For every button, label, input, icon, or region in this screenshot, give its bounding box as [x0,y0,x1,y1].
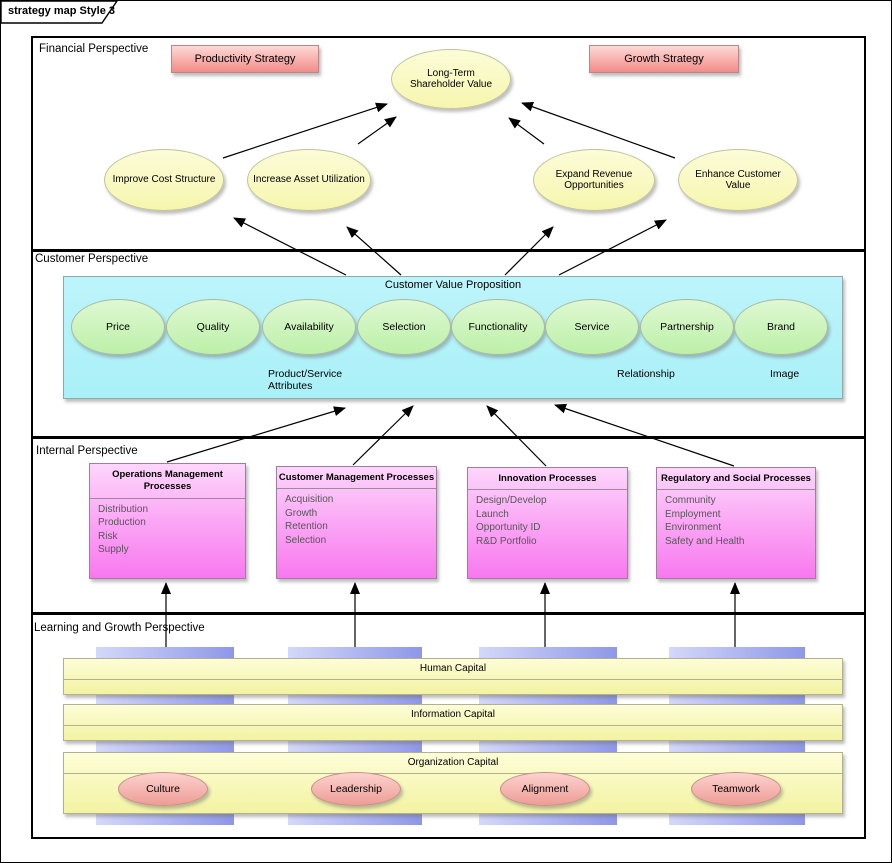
process-item: R&D Portfolio [476,535,537,547]
objective-ellipse-customer-value[interactable]: Enhance Customer Value [678,149,798,211]
section-divider-customer-internal [32,436,865,439]
org-value-ellipse-leadership[interactable]: Leadership [311,772,401,806]
objective-ellipse-revenue-opportunities[interactable]: Expand Revenue Opportunities [533,149,655,211]
process-item: Environment [665,522,722,534]
org-value-label: Leadership [330,782,382,795]
org-value-label: Culture [146,782,180,795]
information-capital-bar[interactable]: Information Capital [63,704,843,741]
growth-strategy-label: Growth Strategy [624,53,704,65]
attribute-label: Brand [766,320,796,333]
process-item: Employment [665,508,721,520]
attribute-label: Selection [382,320,426,333]
process-item: Selection [285,534,327,546]
group-label-product-service-attributes: Product/Service Attributes [268,368,343,392]
objective-ellipse-asset-utilization[interactable]: Increase Asset Utilization [247,149,371,211]
process-item-list: Community Employment Environment Safety … [657,490,815,548]
process-box-regulatory-social[interactable]: Regulatory and Social Processes Communit… [656,467,816,579]
process-title: Operations Management Processes [90,464,245,499]
objective-label: Improve Cost Structure [112,174,216,186]
process-item: Growth [285,507,318,519]
org-value-ellipse-teamwork[interactable]: Teamwork [691,772,781,806]
internal-perspective-label: Internal Perspective [36,445,138,457]
customer-value-proposition-label: Customer Value Proposition [384,279,522,291]
productivity-strategy-box[interactable]: Productivity Strategy [171,45,319,73]
process-item: Safety and Health [665,535,745,547]
org-value-label: Alignment [521,782,569,795]
attribute-label: Functionality [468,320,528,333]
organization-capital-label: Organization Capital [64,753,842,774]
objective-label: Expand Revenue Opportunities [555,168,633,192]
org-value-label: Teamwork [712,782,760,795]
attribute-ellipse-functionality[interactable]: Functionality [451,299,545,355]
process-item: Distribution [98,503,149,515]
attribute-ellipse-service[interactable]: Service [545,299,639,355]
productivity-strategy-label: Productivity Strategy [194,53,296,65]
information-capital-label: Information Capital [64,705,842,726]
attribute-label: Price [106,320,130,333]
attribute-ellipse-brand[interactable]: Brand [734,299,828,355]
process-box-customer-management[interactable]: Customer Management Processes Acquisitio… [276,466,437,579]
attribute-ellipse-quality[interactable]: Quality [166,299,260,355]
process-box-operations-management[interactable]: Operations Management Processes Distribu… [89,463,246,579]
org-value-ellipse-alignment[interactable]: Alignment [500,772,590,806]
human-capital-bar[interactable]: Human Capital [63,658,843,695]
goal-label: Long-Term Shareholder Value [409,67,493,91]
process-item: Acquisition [285,494,334,506]
attribute-label: Quality [196,320,230,333]
process-item: Supply [98,544,129,556]
group-label-image: Image [770,368,800,380]
process-item: Opportunity ID [476,522,541,534]
process-item: Risk [98,530,118,542]
customer-perspective-label: Customer Perspective [35,253,149,265]
process-item: Production [98,517,146,529]
process-title: Innovation Processes [468,468,627,491]
process-title: Customer Management Processes [277,467,436,490]
attribute-label: Partnership [660,320,714,333]
process-box-innovation[interactable]: Innovation Processes Design/Develop Laun… [467,467,628,579]
process-item: Retention [285,521,328,533]
objective-label: Increase Asset Utilization [253,174,365,186]
process-item: Community [665,495,716,507]
attribute-label: Service [574,320,610,333]
objective-ellipse-cost-structure[interactable]: Improve Cost Structure [104,149,224,211]
process-title: Regulatory and Social Processes [657,468,815,491]
frame-tab-label: strategy map Style 3 [8,5,115,17]
process-item: Launch [476,508,509,520]
section-divider-internal-learning [32,612,865,615]
growth-strategy-box[interactable]: Growth Strategy [589,45,739,73]
process-item: Design/Develop [476,495,547,507]
learning-growth-perspective-label: Learning and Growth Perspective [34,622,205,634]
attribute-ellipse-availability[interactable]: Availability [262,299,356,355]
org-value-ellipse-culture[interactable]: Culture [118,772,208,806]
process-item-list: Distribution Production Risk Supply [90,499,245,557]
section-divider-financial-customer [32,249,865,252]
process-item-list: Acquisition Growth Retention Selection [277,489,436,547]
attribute-ellipse-selection[interactable]: Selection [357,299,451,355]
objective-label: Enhance Customer Value [695,168,781,192]
attribute-ellipse-price[interactable]: Price [71,299,165,355]
process-item-list: Design/Develop Launch Opportunity ID R&D… [468,490,627,548]
attribute-label: Availability [284,320,334,333]
attribute-ellipse-partnership[interactable]: Partnership [640,299,734,355]
frame-tab-shape [1,1,118,24]
financial-perspective-label: Financial Perspective [39,43,149,55]
group-label-relationship: Relationship [617,368,675,380]
human-capital-label: Human Capital [64,659,842,680]
goal-ellipse-shareholder-value[interactable]: Long-Term Shareholder Value [391,49,511,109]
